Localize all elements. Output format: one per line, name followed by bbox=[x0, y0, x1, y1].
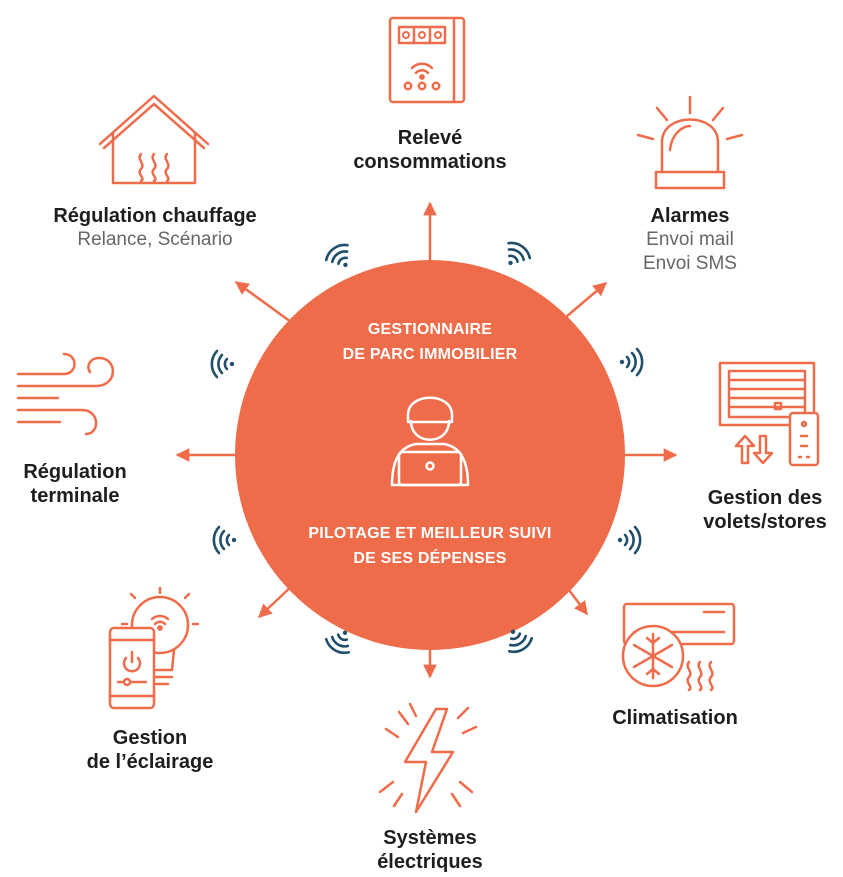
smart-bulb-icon bbox=[108, 586, 200, 710]
label-systemes-line2: électriques bbox=[377, 851, 483, 874]
center-circle bbox=[235, 260, 625, 650]
wifi-icon bbox=[321, 239, 359, 276]
user-laptop-icon bbox=[390, 396, 470, 487]
label-eclairage-line2: de l’éclairage bbox=[86, 751, 214, 774]
wind-icon bbox=[16, 352, 115, 436]
center-bottom-line2: DE SES DÉPENSES bbox=[353, 549, 507, 567]
label-terminale: Régulation terminale bbox=[0, 460, 150, 509]
center-bottom-line1: PILOTAGE ET MEILLEUR SUIVI bbox=[308, 525, 552, 542]
center-bottom-text: PILOTAGE ET MEILLEUR SUIVI DE SES DÉPENS… bbox=[250, 522, 610, 572]
label-chauffage: Régulation chauffage Relance, Scénario bbox=[25, 204, 285, 252]
wifi-icon bbox=[616, 525, 642, 555]
center-top-line2: DE PARC IMMOBILIER bbox=[342, 345, 518, 363]
house-heating-icon bbox=[98, 94, 210, 185]
label-volets-line2: volets/stores bbox=[703, 511, 827, 534]
air-conditioner-icon bbox=[621, 602, 736, 692]
label-alarmes-title: Alarmes bbox=[650, 205, 730, 227]
label-chauffage-title: Régulation chauffage bbox=[53, 205, 257, 227]
label-volets: Gestion des volets/stores bbox=[690, 486, 840, 535]
label-alarmes-sub1: Envoi mail bbox=[646, 229, 734, 251]
lightning-icon bbox=[378, 702, 478, 814]
siren-icon bbox=[636, 95, 744, 190]
center-top-line1: GESTIONNAIRE bbox=[367, 321, 493, 338]
wifi-icon bbox=[497, 237, 535, 274]
label-alarmes-sub2: Envoi SMS bbox=[643, 252, 737, 274]
wifi-icon bbox=[212, 525, 238, 555]
label-terminale-line1: Régulation bbox=[23, 461, 127, 483]
label-chauffage-sub: Relance, Scénario bbox=[77, 229, 233, 251]
label-releve: Relevé consommations bbox=[330, 126, 530, 175]
wifi-icon bbox=[210, 349, 236, 379]
label-eclairage-line1: Gestion bbox=[112, 727, 188, 749]
wifi-icon bbox=[618, 347, 644, 377]
label-climatisation: Climatisation bbox=[590, 706, 760, 730]
label-releve-line2: consommations bbox=[353, 151, 507, 174]
label-climatisation-title: Climatisation bbox=[612, 707, 738, 729]
label-terminale-line2: terminale bbox=[30, 485, 120, 508]
arrow-to-chauffage bbox=[234, 280, 292, 324]
label-systemes: Systèmes électriques bbox=[350, 826, 510, 875]
center-top-text: GESTIONNAIRE DE PARC IMMOBILIER bbox=[250, 318, 610, 368]
shutter-remote-icon bbox=[718, 361, 820, 467]
label-volets-line1: Gestion des bbox=[707, 487, 823, 509]
arrow-to-alarmes bbox=[565, 282, 608, 318]
label-eclairage: Gestion de l’éclairage bbox=[70, 726, 230, 775]
label-alarmes: Alarmes Envoi mail Envoi SMS bbox=[610, 204, 770, 275]
label-systemes-line1: Systèmes bbox=[383, 827, 477, 849]
label-releve-line1: Relevé bbox=[397, 127, 463, 149]
meter-icon bbox=[388, 16, 466, 104]
